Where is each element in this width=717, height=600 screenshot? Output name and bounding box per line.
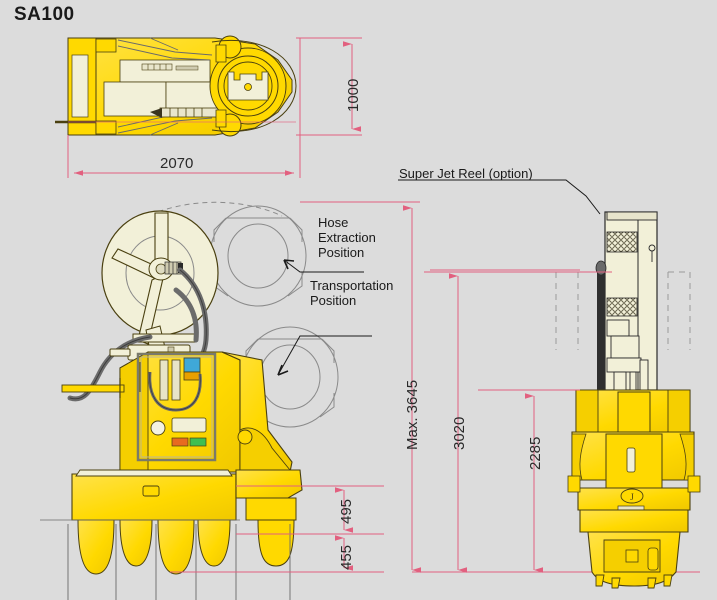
dimension-max-3645	[300, 201, 421, 573]
callout-transportation-position: Transportation Position	[310, 278, 393, 308]
svg-text:J: J	[630, 492, 634, 502]
dimension-2285	[478, 389, 576, 573]
side-view-machine-body	[40, 351, 303, 600]
dim-label-3020: 3020	[451, 416, 468, 450]
dimension-3020	[430, 269, 580, 573]
page-title: SA100	[14, 4, 75, 25]
top-view-machine	[55, 35, 297, 137]
dimension-2070	[67, 38, 301, 178]
callout-leaders	[277, 179, 601, 376]
callout-hose-line-2: Extraction	[318, 230, 376, 245]
dim-label-2070: 2070	[160, 155, 194, 172]
dimension-495	[236, 485, 384, 535]
dim-label-455: 455	[338, 544, 355, 570]
callout-hose-line-1: Hose	[318, 215, 349, 230]
dimension-1000	[296, 37, 362, 136]
dim-label-max-3645: Max. 3645	[404, 379, 421, 450]
callout-transport-line-1: Transportation	[310, 278, 394, 293]
callout-hose-extraction-position: Hose Extraction Position	[318, 215, 376, 260]
front-view-machine-body: J	[567, 389, 701, 589]
front-view-super-jet-reel	[555, 211, 691, 391]
callout-super-jet-reel: Super Jet Reel (option)	[399, 166, 533, 181]
datum-connectors	[424, 271, 612, 391]
dim-label-1000: 1000	[345, 78, 362, 112]
dim-label-495: 495	[338, 498, 355, 524]
callout-hose-line-3: Position	[318, 245, 365, 260]
dim-label-2285: 2285	[527, 436, 544, 470]
callout-transport-line-2: Position	[310, 293, 357, 308]
ghost-reel-extraction	[209, 205, 307, 307]
